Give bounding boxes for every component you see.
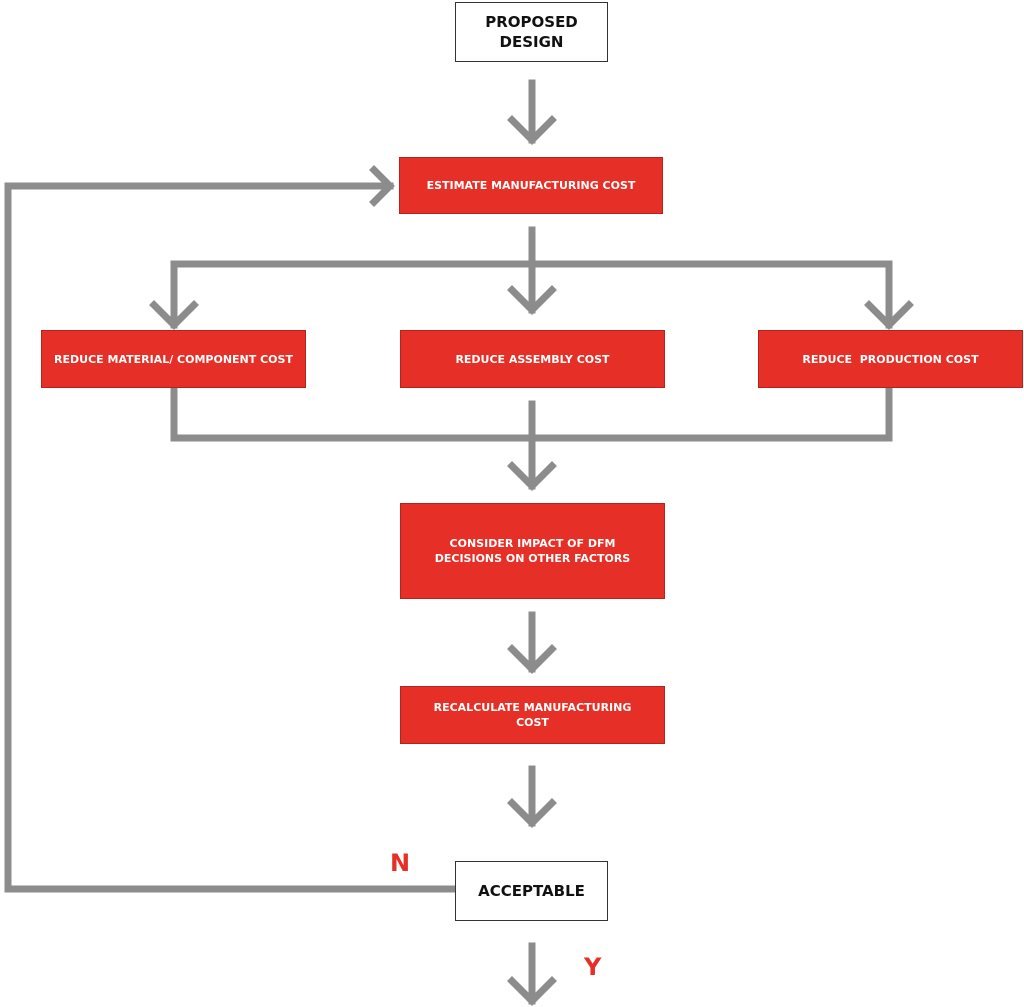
node-reduce-production: REDUCE PRODUCTION COST (758, 330, 1023, 388)
arrowhead-to-recalculate (507, 644, 557, 674)
arrowhead-loop-to-estimate (369, 165, 395, 207)
branch-label-no: N (390, 849, 411, 877)
arrowhead-to-production (864, 300, 914, 330)
arrowhead-to-impact (507, 461, 557, 491)
arrowhead-design-to-estimate (507, 115, 557, 145)
node-acceptable-label: ACCEPTABLE (478, 882, 585, 900)
arrowhead-to-material (149, 300, 199, 330)
node-acceptable: ACCEPTABLE (455, 861, 608, 921)
node-recalculate-cost: RECALCULATE MANUFACTURING COST (400, 686, 665, 744)
node-reduce-production-label: REDUCE PRODUCTION COST (802, 352, 979, 366)
split-bus (170, 260, 893, 329)
branch-label-yes: Y (584, 953, 602, 981)
node-proposed-design-label: PROPOSED DESIGN (485, 13, 578, 51)
node-recalculate-cost-label: RECALCULATE MANUFACTURING COST (433, 701, 632, 729)
node-consider-impact: CONSIDER IMPACT OF DFM DECISIONS ON OTHE… (400, 503, 665, 599)
node-estimate-cost: ESTIMATE MANUFACTURING COST (399, 157, 663, 214)
node-proposed-design: PROPOSED DESIGN (455, 2, 608, 62)
node-reduce-assembly-label: REDUCE ASSEMBLY COST (455, 352, 610, 366)
node-consider-impact-label: CONSIDER IMPACT OF DFM DECISIONS ON OTHE… (434, 537, 631, 565)
node-reduce-assembly: REDUCE ASSEMBLY COST (400, 330, 665, 388)
arrowhead-to-acceptable (507, 798, 557, 828)
arrowhead-exit (507, 976, 557, 1006)
arrowhead-to-assembly (507, 285, 557, 315)
node-estimate-cost-label: ESTIMATE MANUFACTURING COST (426, 179, 636, 192)
feedback-loop (4, 182, 457, 893)
node-reduce-material-label: REDUCE MATERIAL/ COMPONENT COST (54, 352, 293, 366)
node-reduce-material: REDUCE MATERIAL/ COMPONENT COST (41, 330, 306, 388)
